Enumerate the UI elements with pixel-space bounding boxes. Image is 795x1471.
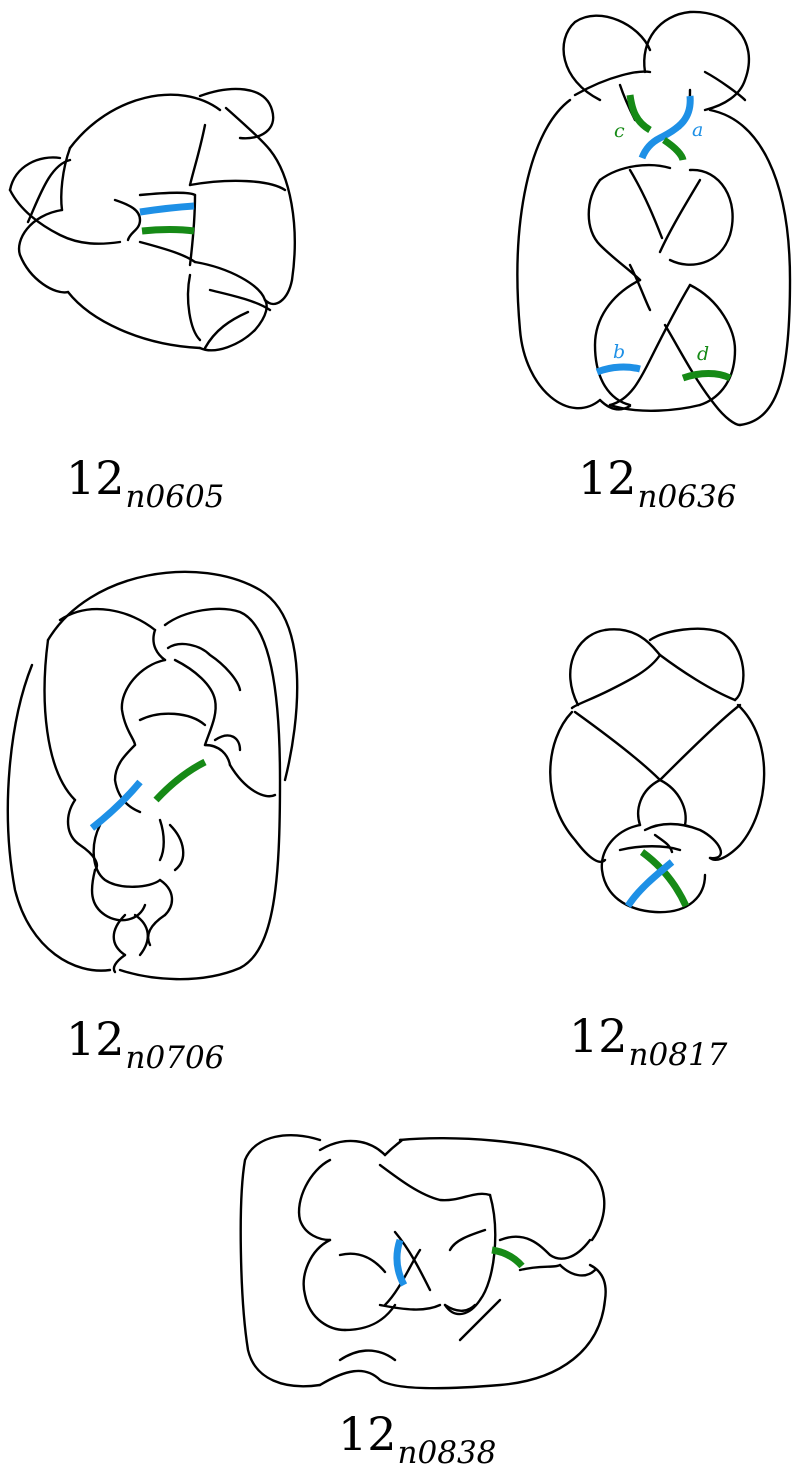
knot-diagram-12n0838 [239, 1133, 607, 1390]
green-band [491, 1246, 525, 1269]
green-band [639, 849, 690, 908]
knot-strands [516, 10, 792, 427]
green-band-d [681, 370, 732, 382]
knot-label-12n0605: 12n0605 [66, 451, 225, 515]
band-label-d: d [697, 343, 709, 365]
blue-band [393, 1238, 408, 1287]
knot-strands [6, 570, 299, 981]
band-label-b: b [613, 341, 625, 363]
green-band-c [626, 94, 652, 134]
knot-diagram-12n0706 [6, 570, 299, 981]
knot-diagram-12n0605 [8, 87, 296, 352]
green-band-c2 [662, 137, 687, 162]
knot-diagram-12n0817 [549, 627, 766, 914]
blue-band [625, 859, 675, 908]
knot-diagram-12n0636: a c b d [516, 10, 792, 427]
knot-label-12n0817: 12n0817 [569, 1009, 728, 1073]
knot-label-12n0636: 12n0636 [578, 451, 737, 515]
green-band [141, 226, 195, 235]
green-band [153, 758, 207, 803]
band-label-a: a [692, 119, 703, 141]
knot-label-12n0838: 12n0838 [338, 1407, 497, 1471]
band-label-c: c [614, 120, 625, 142]
blue-band [139, 202, 195, 216]
knot-strands [8, 87, 296, 352]
knot-strands [239, 1133, 607, 1390]
knot-label-12n0706: 12n0706 [66, 1012, 225, 1076]
knot-strands [549, 627, 766, 914]
blue-band-a [638, 95, 694, 160]
blue-band-b [595, 363, 641, 376]
blue-band [89, 779, 143, 831]
